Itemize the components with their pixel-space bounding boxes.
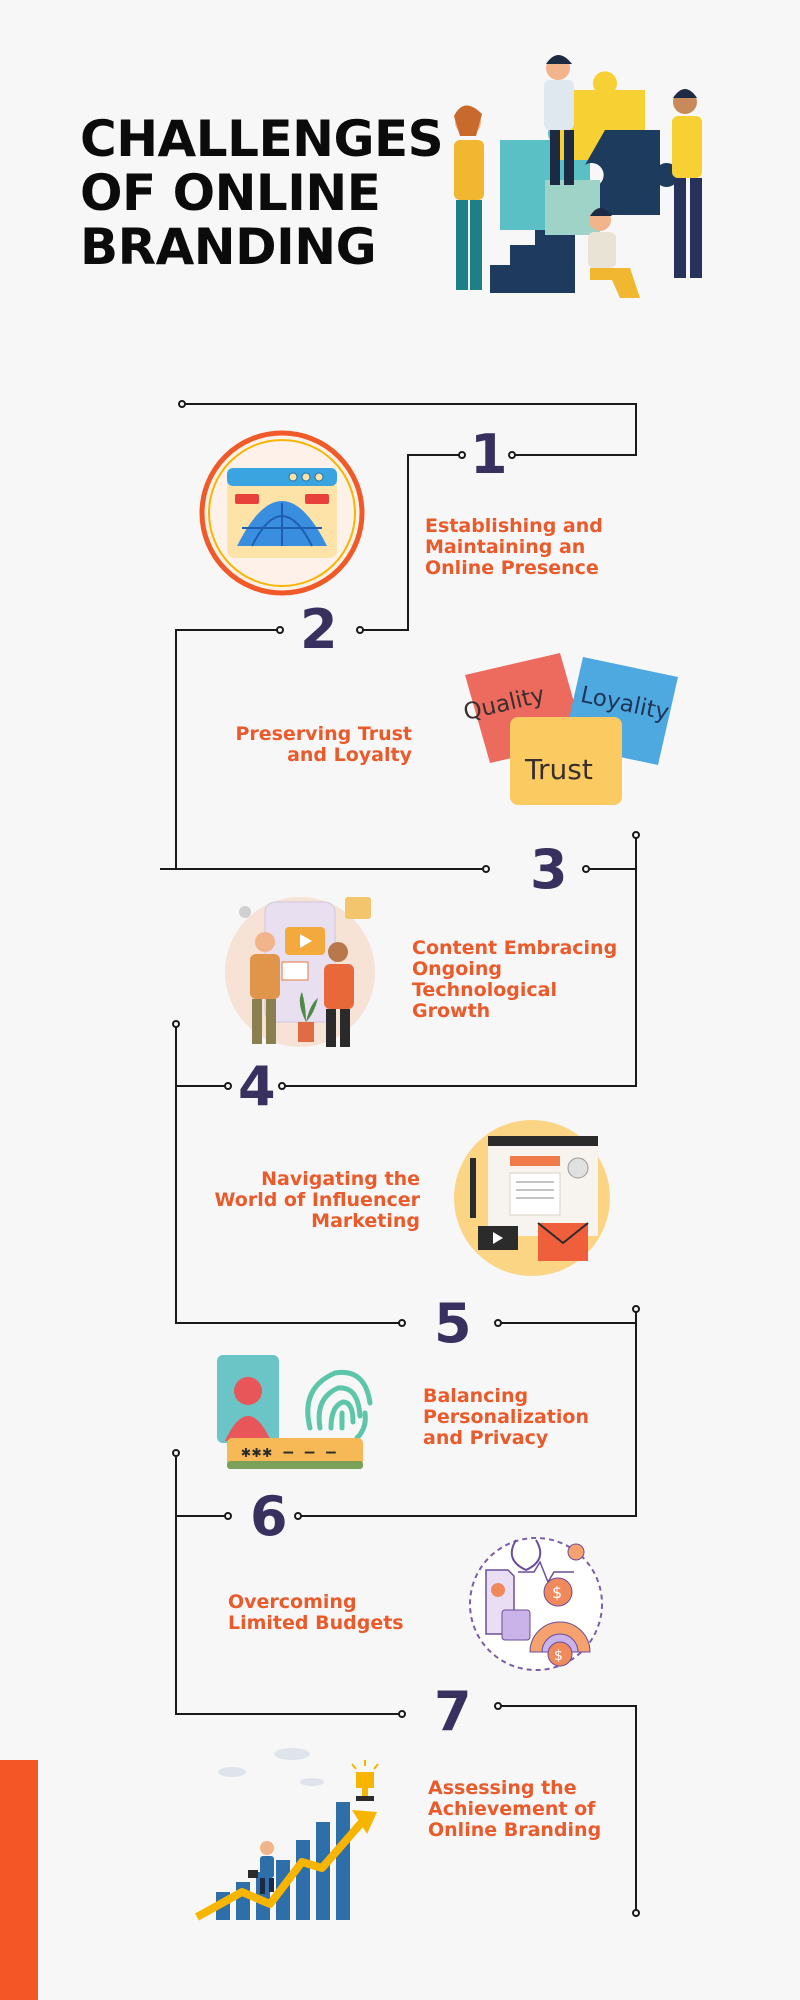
step-label-5-line-2: Personalization: [423, 1406, 589, 1428]
content-creators-illustration: [225, 897, 375, 1047]
page-title: CHALLENGES OF ONLINE BRANDING: [80, 112, 450, 274]
step-label-2-line-1: Preserving Trust: [235, 723, 412, 745]
step-label-3-line-2: Ongoing: [412, 958, 502, 980]
step-number-2: 2: [300, 598, 338, 661]
sticky-notes-illustration: Quality Loyality Trust: [445, 645, 685, 815]
step-label-1-line-2: Maintaining an: [425, 536, 586, 558]
step-number-1: 1: [470, 423, 508, 486]
step-label-4: Navigating the World of Influencer Marke…: [180, 1169, 420, 1232]
step-label-2: Preserving Trust and Loyalty: [200, 724, 412, 766]
title-line-3: BRANDING: [80, 218, 377, 276]
step-label-6-line-2: Limited Budgets: [228, 1612, 404, 1634]
step-label-6: Overcoming Limited Budgets: [228, 1592, 404, 1634]
step-number-4: 4: [238, 1055, 276, 1118]
step-label-5-line-1: Balancing: [423, 1385, 529, 1407]
step-label-6-line-1: Overcoming: [228, 1591, 357, 1613]
step-label-1-line-1: Establishing and: [425, 515, 603, 537]
svg-text:$: $: [552, 1583, 562, 1602]
step-label-4-line-1: Navigating the: [261, 1168, 420, 1190]
growth-trophy-illustration: [195, 1748, 379, 1921]
svg-text:$: $: [554, 1648, 563, 1664]
step-label-3-line-3: Technological: [412, 979, 557, 1001]
step-label-5: Balancing Personalization and Privacy: [423, 1386, 589, 1449]
step-number-3: 3: [530, 838, 568, 901]
title-line-2: OF ONLINE: [80, 164, 381, 222]
step-label-4-line-3: Marketing: [311, 1210, 420, 1232]
step-label-1: Establishing and Maintaining an Online P…: [425, 516, 603, 579]
password-mask-text: ✱✱✱ – – –: [241, 1442, 337, 1461]
step-label-5-line-3: and Privacy: [423, 1427, 549, 1449]
title-line-1: CHALLENGES: [80, 110, 444, 168]
step-label-7-line-1: Assessing the: [428, 1777, 577, 1799]
step-label-7: Assessing the Achievement of Online Bran…: [428, 1778, 601, 1841]
budget-health-icon: $ $: [469, 1537, 603, 1671]
step-label-7-line-2: Achievement of: [428, 1798, 596, 1820]
sticky-notes-shapes: [465, 653, 678, 805]
step-label-4-line-2: World of Influencer: [214, 1189, 420, 1211]
step-label-1-line-3: Online Presence: [425, 557, 599, 579]
trust-note-text: Trust: [525, 753, 593, 786]
step-number-6: 6: [250, 1485, 288, 1548]
fingerprint-privacy-shapes: [217, 1355, 373, 1469]
step-label-3-line-4: Growth: [412, 1000, 491, 1022]
fingerprint-privacy-icon: ✱✱✱ – – –: [215, 1353, 375, 1473]
step-number-5: 5: [434, 1292, 472, 1355]
browser-window-icon: [199, 430, 365, 596]
step-number-7: 7: [434, 1680, 472, 1743]
step-label-2-line-2: and Loyalty: [287, 744, 412, 766]
step-label-3-line-1: Content Embracing: [412, 937, 618, 959]
media-content-icon: [454, 1120, 610, 1276]
step-label-3: Content Embracing Ongoing Technological …: [412, 938, 617, 1022]
accent-side-bar: [0, 1760, 38, 2000]
puzzle-team-illustration: [454, 55, 702, 298]
step-label-7-line-3: Online Branding: [428, 1819, 602, 1841]
